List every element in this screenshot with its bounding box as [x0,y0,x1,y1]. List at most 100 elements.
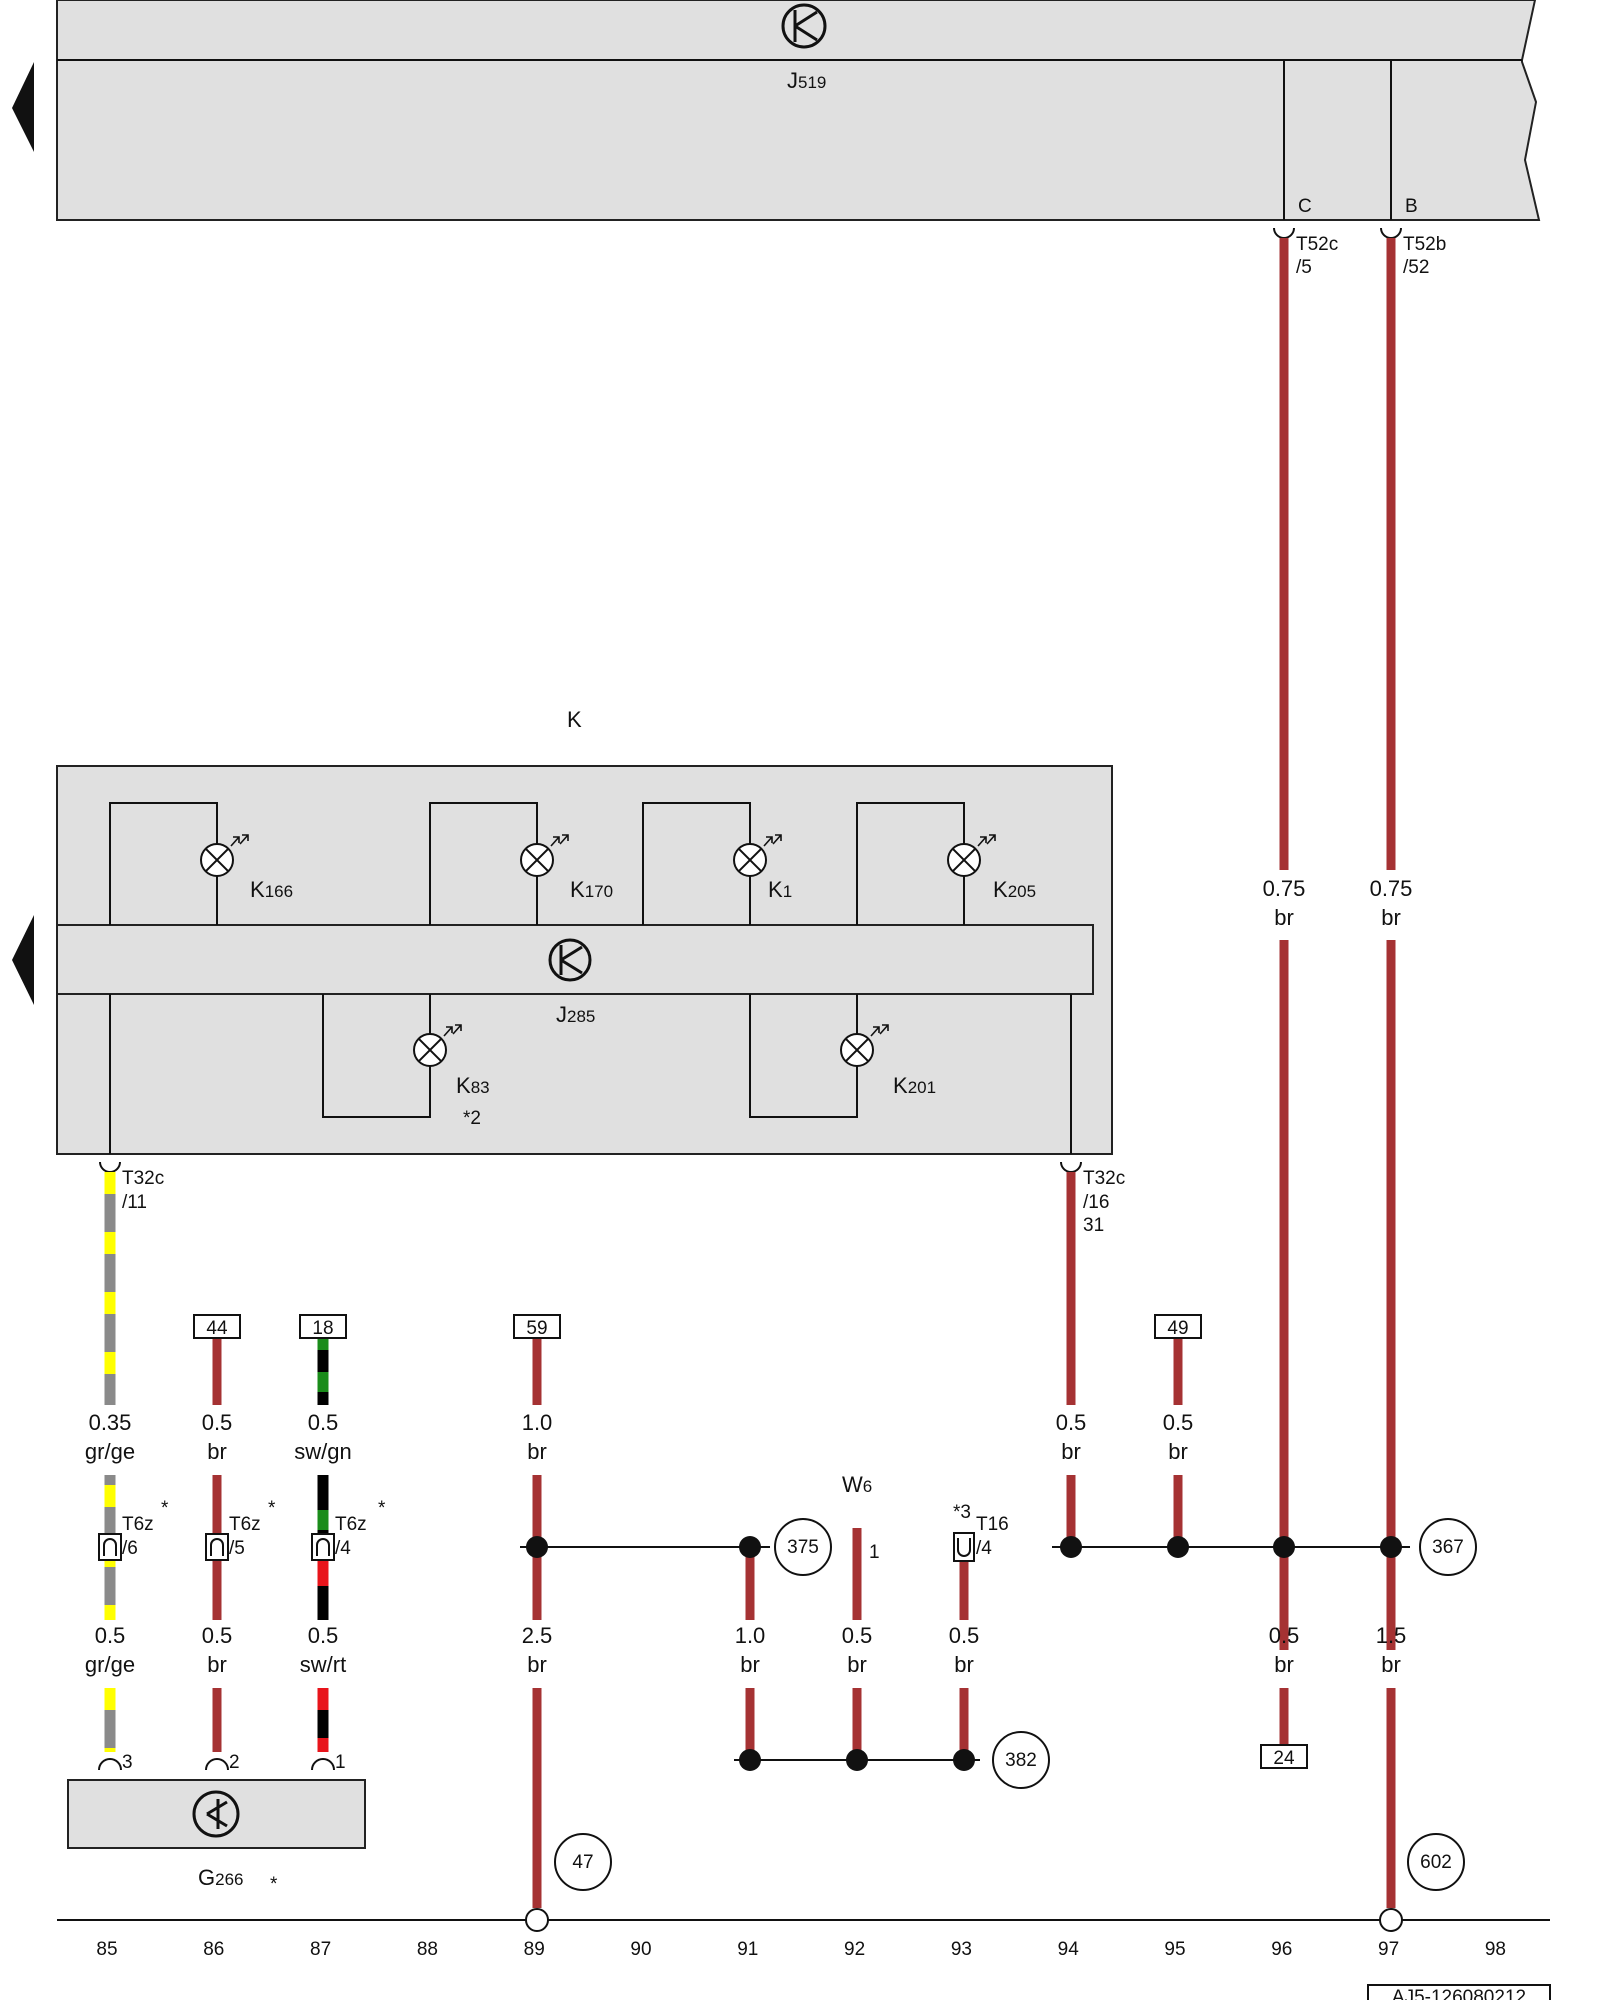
j519-pin-b-label: B [1405,196,1418,217]
t6z5-pin: /5 [229,1538,245,1559]
g266-pin-1: 1 [335,1752,346,1773]
t52b-connector-icon [1380,227,1402,239]
lamp-icon [200,834,249,877]
wire-97a-color: br [1381,905,1401,930]
w6-label: W6 [842,1472,872,1497]
ruler-number-86: 86 [203,1939,224,1960]
t32c11-connector-icon [99,1161,121,1173]
ruler-number-91: 91 [737,1939,758,1960]
svg-text:br: br [527,1652,547,1677]
t52b52-name: T52b [1403,234,1446,255]
svg-text:br: br [847,1652,867,1677]
svg-text:gr/ge: gr/ge [85,1439,135,1464]
ruler-number-92: 92 [844,1939,865,1960]
junction-dots [526,1536,1402,1771]
svg-text:br: br [207,1652,227,1677]
t32c16-name: T32c [1083,1168,1125,1189]
ground-47[interactable]: 47 [572,1852,593,1873]
ref-49[interactable]: 49 [1167,1318,1188,1339]
g266-label: G266 [198,1865,244,1890]
ref-18[interactable]: 18 [312,1318,333,1339]
g266-symbol [192,1790,240,1838]
page-left-arrow-middle[interactable] [12,915,34,1005]
svg-text:br: br [207,1439,227,1464]
svg-text:br: br [1274,1652,1294,1677]
wire-97a-size: 0.75 [1370,876,1413,901]
svg-text:1.0: 1.0 [735,1623,766,1648]
svg-text:0.5: 0.5 [308,1410,339,1435]
svg-text:1.0: 1.0 [522,1410,553,1435]
g266-pin-3: 3 [122,1752,133,1773]
t16-pin: /4 [976,1538,992,1559]
svg-text:0.5: 0.5 [308,1623,339,1648]
svg-text:0.5: 0.5 [1269,1623,1300,1648]
t52c-connector-icon [1273,227,1295,239]
j285-label: J285 [556,1002,595,1027]
lamp-icon [840,1024,889,1067]
ref-59[interactable]: 59 [526,1318,547,1339]
j285-symbol [548,938,592,982]
t6z6-name: T6z [122,1514,154,1535]
k170-label: K170 [570,877,613,902]
t32c11-name: T32c [122,1168,164,1189]
svg-text:0.5: 0.5 [842,1623,873,1648]
ruler-node-97 [1379,1908,1403,1932]
ref-44[interactable]: 44 [206,1318,228,1339]
ground-382[interactable]: 382 [1005,1750,1037,1771]
ruler-number-95: 95 [1164,1939,1185,1960]
k83-label: K83 [456,1073,490,1098]
t16-note: *3 [953,1502,971,1523]
svg-text:br: br [1381,1652,1401,1677]
ref-24[interactable]: 24 [1273,1748,1295,1769]
j519-label: J519 [787,68,826,93]
t6z4-pin: /4 [335,1538,351,1559]
lamp-icon [520,834,569,877]
svg-text:0.5: 0.5 [1056,1410,1087,1435]
k166-label: K166 [250,877,293,902]
k201-label: K201 [893,1073,936,1098]
ref-boxes [193,1314,1308,1769]
t52c5-name: T52c [1296,234,1338,255]
w6-pin-label: 1 [869,1542,880,1563]
t16-connector-icon [953,1532,975,1562]
wire-labels-upper: 0.35 gr/ge 0.5 br 0.5 sw/gn 1.0 br 0.5 b… [85,1410,1193,1464]
lamp-icon [733,834,782,877]
k83-note: *2 [463,1108,481,1129]
ruler-number-96: 96 [1271,1939,1292,1960]
t32c11-pin: /11 [122,1192,147,1213]
ground-375[interactable]: 375 [787,1537,819,1558]
t6z-connector-icons [98,1533,335,1561]
svg-text:2.5: 2.5 [522,1623,553,1648]
svg-text:br: br [1168,1439,1188,1464]
ruler-number-88: 88 [417,1939,438,1960]
t32c16-pin: /16 [1083,1192,1109,1213]
ground-367[interactable]: 367 [1432,1537,1464,1558]
ruler-number-93: 93 [951,1939,972,1960]
wires-91-93 [745,1528,969,1760]
page-left-arrow-top[interactable] [12,62,34,152]
ruler-number-89: 89 [524,1939,545,1960]
g266-pin-2: 2 [229,1752,240,1773]
g266-note: * [270,1874,278,1895]
svg-text:0.5: 0.5 [1163,1410,1194,1435]
wires-96-97-lower [1279,1688,1396,1908]
g266-connector-icons [98,1758,335,1771]
ruler-number-97: 97 [1378,1939,1399,1960]
svg-text:br: br [1061,1439,1081,1464]
footer-code: AJ5-126080212 [1392,1987,1526,2000]
t16-name: T16 [976,1514,1009,1535]
svg-text:sw/gn: sw/gn [294,1439,351,1464]
ruler-node-89 [525,1908,549,1932]
svg-text:0.5: 0.5 [202,1410,233,1435]
k205-label: K205 [993,877,1036,902]
j519-housing [56,0,1541,221]
svg-text:0.5: 0.5 [202,1623,233,1648]
t6z5-name: T6z [229,1514,261,1535]
j519-pin-c-label: C [1298,196,1312,217]
lamp-loops [109,802,965,1118]
ground-602[interactable]: 602 [1420,1852,1452,1873]
footer-code-box [1367,1984,1551,2000]
j519-symbol [781,3,827,49]
svg-text:0.5: 0.5 [95,1623,126,1648]
